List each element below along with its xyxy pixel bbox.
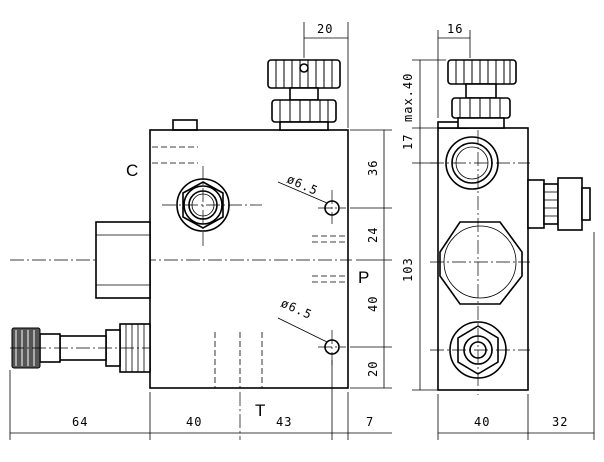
dim-bottom-4: 7 [366,415,374,429]
left-port-fitting [95,221,151,299]
hole-label-upper: ø6.5 [285,172,321,198]
dim-side-fitting: 32 [552,415,568,429]
front-valve-body [149,129,349,389]
dim-height: 103 [401,257,415,282]
adjusting-knob [267,59,341,131]
hole-label-lower: ø6.5 [279,296,315,322]
port-c-label: C [126,161,138,180]
dim-bottom-3: 43 [276,415,292,429]
dim-knob-width: 16 [447,22,463,36]
dim-right-4: 20 [366,361,380,377]
dim-right-2: 24 [366,227,380,243]
dim-right-1: 36 [366,160,380,176]
dim-bottom-1: 64 [72,415,88,429]
port-t-label: T [255,401,265,420]
front-view: C P T ø6.5 ø6.5 20 36 24 40 20 64 40 43 … [9,22,392,440]
dim-right-3: 40 [366,296,380,312]
side-adjusting-knob [447,59,517,129]
side-view: 16 max.40 17 103 40 32 [401,22,595,440]
dim-bottom-2: 40 [186,415,202,429]
dim-max-knob: max.40 [401,73,415,122]
top-plug [172,119,198,131]
side-hex-plug [439,221,523,305]
dim-knob-offset: 20 [317,22,333,36]
dim-port-offset: 17 [401,134,415,150]
side-port-fitting [527,177,591,231]
dim-side-width: 40 [474,415,490,429]
port-p-label: P [358,268,369,287]
